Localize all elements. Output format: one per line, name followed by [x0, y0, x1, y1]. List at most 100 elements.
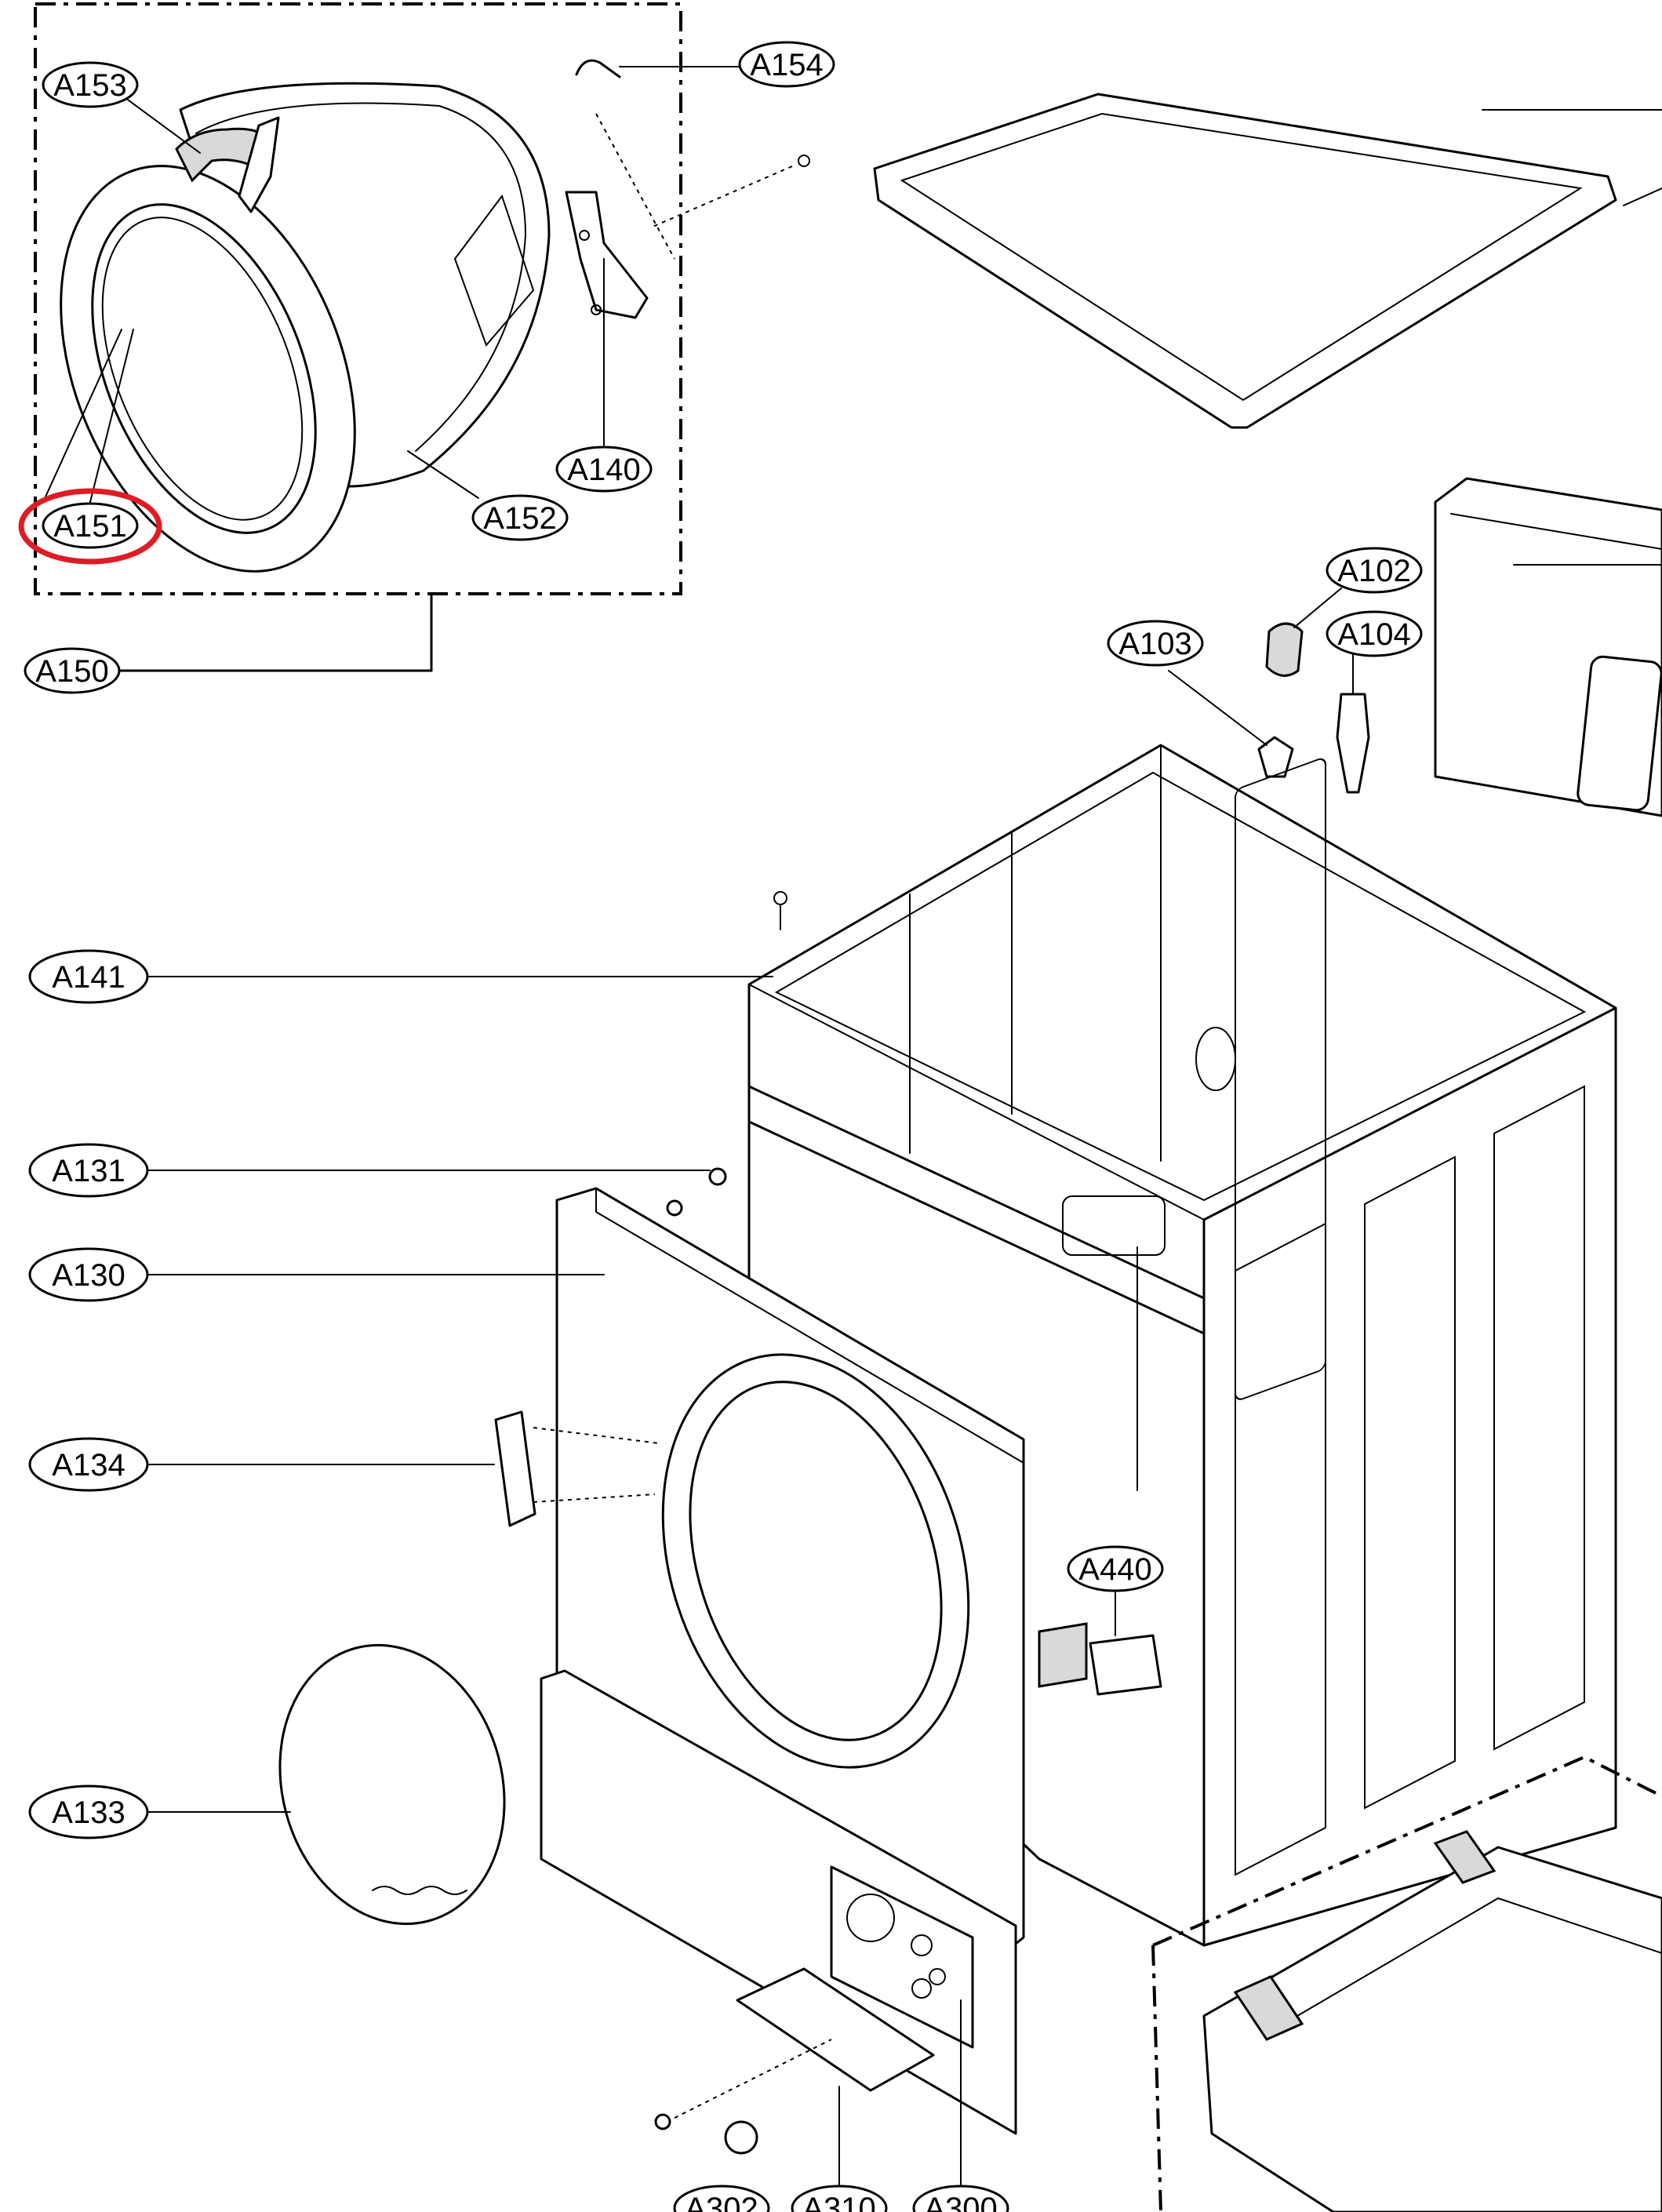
svg-text:A141: A141 — [52, 960, 125, 995]
base-bracket — [1433, 1830, 1497, 1884]
label-a154[interactable]: A154 — [738, 41, 835, 88]
base-boundary-left — [1151, 1945, 1162, 2212]
svg-text:A131: A131 — [52, 1154, 125, 1188]
label-a153[interactable]: A153 — [42, 61, 139, 108]
label-a130[interactable]: A130 — [28, 1247, 149, 1302]
svg-text:A440: A440 — [1078, 1552, 1151, 1587]
screw-top — [773, 891, 787, 905]
label-a310[interactable]: A310 — [791, 2185, 888, 2212]
front-panel-group — [144, 1187, 1025, 2197]
part-a131-nut — [708, 1167, 727, 1186]
hinge-guide-line — [533, 1493, 656, 1503]
screw-guide-line — [650, 166, 793, 228]
label-a102[interactable]: A102 — [1326, 547, 1423, 594]
door-handle-grip — [238, 116, 280, 213]
label-a103[interactable]: A103 — [1107, 620, 1204, 667]
gasket-group — [144, 1643, 506, 1926]
label-a133[interactable]: A133 — [28, 1785, 149, 1839]
rear-panel-group — [1434, 477, 1662, 817]
part-a302 — [724, 2120, 758, 2155]
base-bracket — [1233, 1975, 1304, 2041]
control-button-hole — [929, 1968, 946, 1985]
gasket-spring — [372, 1886, 467, 1895]
label-a300[interactable]: A300 — [912, 2185, 1009, 2212]
hinge-screw-hole — [579, 230, 590, 241]
leader-a152 — [407, 450, 479, 499]
top-plate-group — [873, 93, 1662, 429]
door-assembly-group — [34, 2, 810, 672]
front-panel-top-lip — [595, 1188, 1024, 1464]
label-a440[interactable]: A440 — [1067, 1545, 1164, 1592]
svg-text:A134: A134 — [52, 1448, 125, 1483]
svg-text:A310: A310 — [802, 2192, 875, 2212]
cabinet-top-opening — [774, 771, 1587, 1202]
side-emboss-panel-2 — [1364, 1155, 1456, 1810]
top-plate-leader-2 — [1623, 187, 1662, 206]
control-panel-plate — [830, 1865, 974, 2049]
svg-text:A130: A130 — [52, 1258, 125, 1293]
door-inner-frame-rim — [195, 102, 527, 452]
door-inner-frame-rib — [453, 194, 535, 347]
part-a103 — [1257, 736, 1294, 778]
svg-text:A104: A104 — [1337, 617, 1410, 652]
cabinet-top-edge-front — [748, 984, 1205, 1221]
svg-text:A152: A152 — [483, 501, 556, 536]
screw-a131 — [666, 1199, 683, 1217]
label-a141[interactable]: A141 — [28, 949, 149, 1004]
label-a151[interactable]: A151 — [42, 502, 139, 549]
access-cover-part — [736, 1967, 935, 2092]
hinge-screw-hole — [591, 304, 602, 315]
front-panel-door-opening-inner — [689, 1381, 943, 1741]
top-plate-inner-edge — [900, 112, 1583, 402]
small-parts-group — [1168, 588, 1370, 794]
door-hinge-part — [565, 191, 649, 319]
screw-part — [798, 155, 810, 167]
highlight-circle-a151 — [18, 488, 162, 565]
part-a102 — [1265, 622, 1304, 677]
side-emboss-panel-1 — [1235, 1222, 1326, 1876]
hinge-plate-part — [494, 1410, 536, 1527]
gasket-ring — [278, 1643, 506, 1926]
side-emboss-1 — [1235, 758, 1326, 1400]
frame-guide-line — [595, 113, 675, 260]
svg-text:A300: A300 — [924, 2192, 997, 2212]
part-a104 — [1336, 693, 1370, 794]
label-a150[interactable]: A150 — [24, 647, 121, 694]
base-frame-inner — [1270, 1897, 1662, 2032]
svg-text:A103: A103 — [1118, 627, 1191, 661]
door-lock-connector — [1089, 1634, 1162, 1696]
leader-a102 — [1293, 588, 1342, 628]
svg-text:A153: A153 — [53, 68, 126, 103]
door-hook-part — [575, 59, 621, 78]
leader-a151-line — [89, 329, 134, 503]
label-a104[interactable]: A104 — [1326, 610, 1423, 657]
label-a152[interactable]: A152 — [471, 494, 569, 541]
front-lower-panel — [540, 1669, 1017, 2135]
label-a134[interactable]: A134 — [28, 1437, 149, 1492]
leader-a151 — [42, 329, 122, 503]
door-glass — [101, 216, 304, 521]
top-plate — [873, 93, 1617, 429]
svg-text:A102: A102 — [1337, 554, 1410, 588]
rear-panel-window — [1577, 655, 1662, 812]
control-button-hole — [911, 1934, 933, 1956]
svg-text:A302: A302 — [685, 2192, 758, 2212]
side-emboss-panel-3 — [1493, 1085, 1585, 1751]
leader-a103 — [1168, 670, 1267, 746]
label-a140[interactable]: A140 — [555, 446, 653, 493]
base-frame — [1202, 1846, 1662, 2212]
cabinet-front-crossbar — [747, 1085, 1206, 1335]
svg-text:A151: A151 — [53, 509, 126, 544]
screw-guide-line — [674, 2039, 832, 2119]
leader-a153 — [125, 97, 201, 154]
svg-text:A150: A150 — [35, 654, 108, 689]
label-a302[interactable]: A302 — [673, 2185, 770, 2212]
control-knob-hole — [846, 1894, 895, 1942]
label-a131[interactable]: A131 — [28, 1143, 149, 1198]
base-group — [1151, 1755, 1662, 2212]
rear-hole — [1195, 1027, 1236, 1091]
door-assembly-boundary — [34, 2, 682, 595]
door-lock-part — [1038, 1622, 1088, 1688]
svg-text:A140: A140 — [567, 453, 640, 487]
